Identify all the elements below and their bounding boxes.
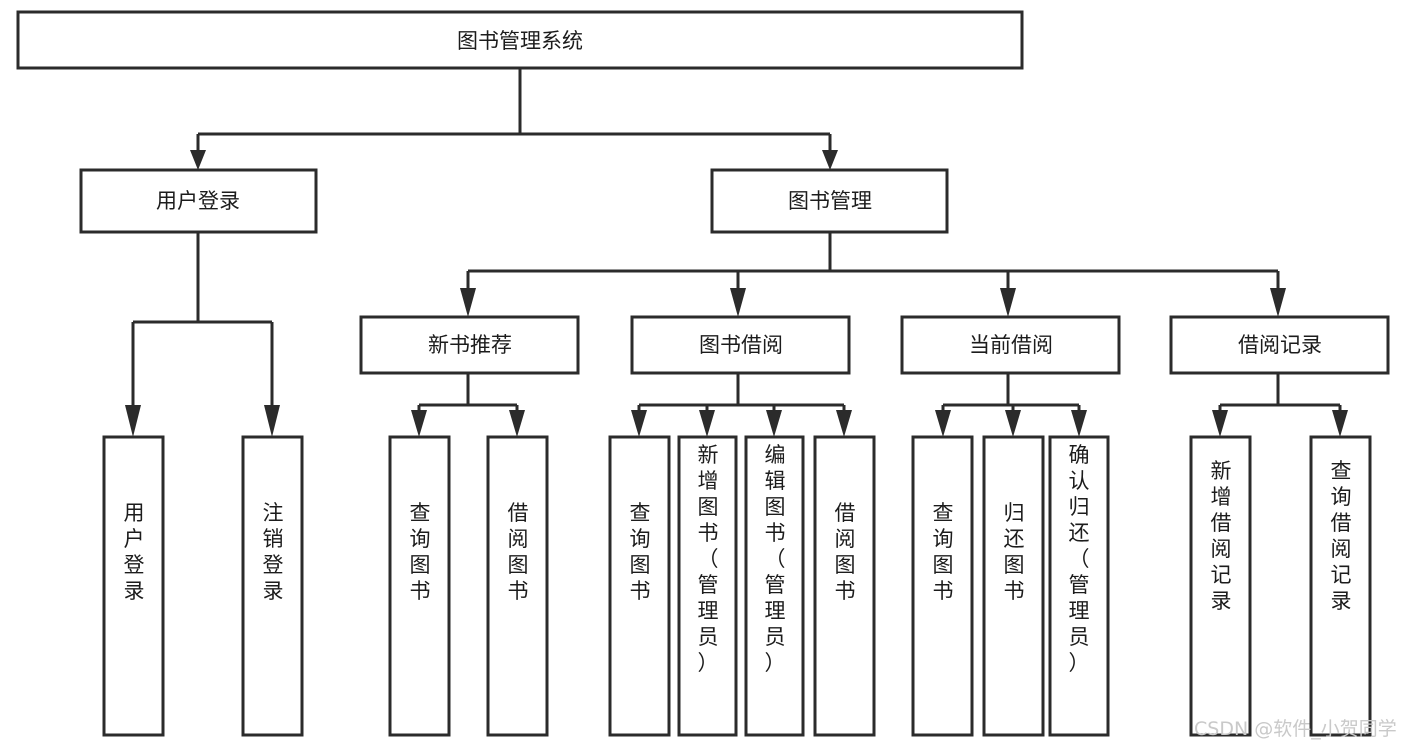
node-leaf-edit-book-label: 编辑图书（管理员） <box>765 443 786 675</box>
arrow-head-book-borrow <box>730 288 746 317</box>
node-leaf-user-login-box[interactable] <box>102 435 165 737</box>
node-book-borrow-box[interactable] <box>630 315 851 375</box>
node-leaf-borrow-book-2-label: 借阅图书 <box>835 501 856 603</box>
arrow-head-leaf-borrow-book-2 <box>836 410 852 437</box>
node-book-borrow-label: 图书借阅 <box>699 333 783 357</box>
node-leaf-add-record-label: 新增借阅记录 <box>1211 459 1232 613</box>
node-leaf-edit-book-box[interactable] <box>744 435 805 737</box>
node-book-management[interactable]: 图书管理 <box>710 168 949 234</box>
node-leaf-query-book-2-box[interactable] <box>608 435 671 737</box>
node-root[interactable]: 图书管理系统 <box>16 10 1024 70</box>
node-leaf-query-book-1-label: 查询图书 <box>410 501 431 603</box>
node-leaf-borrow-book-1[interactable]: 借阅图书 <box>486 435 549 737</box>
node-leaf-logout-login-label: 注销登录 <box>263 501 284 603</box>
node-leaf-borrow-book-1-label: 借阅图书 <box>508 501 529 603</box>
node-leaf-borrow-book-2[interactable]: 借阅图书 <box>813 435 876 737</box>
arrow-head-leaf-user-login <box>125 405 141 437</box>
node-leaf-return-book[interactable]: 归还图书 <box>982 435 1045 737</box>
node-user-login[interactable]: 用户登录 <box>79 168 318 234</box>
arrow-head-leaf-return-book <box>1005 410 1021 437</box>
arrow-head-book-management <box>822 150 838 170</box>
node-leaf-confirm-return[interactable]: 确认归还（管理员） <box>1048 435 1110 737</box>
node-leaf-query-book-1[interactable]: 查询图书 <box>388 435 451 737</box>
csdn-watermark: CSDN @软件_小贺同学 <box>1194 718 1397 740</box>
node-borrow-record-box[interactable] <box>1169 315 1390 375</box>
node-leaf-return-book-label: 归还图书 <box>1004 501 1025 603</box>
node-leaf-query-book-2[interactable]: 查询图书 <box>608 435 671 737</box>
node-leaf-edit-book[interactable]: 编辑图书（管理员） <box>744 435 805 737</box>
node-leaf-logout-login[interactable]: 注销登录 <box>241 435 304 737</box>
node-leaf-add-record-box[interactable] <box>1189 435 1252 737</box>
arrow-head-borrow-record <box>1270 288 1286 317</box>
node-leaf-query-book-1-box[interactable] <box>388 435 451 737</box>
node-leaf-add-book-box[interactable] <box>677 435 738 737</box>
node-leaf-logout-login-box[interactable] <box>241 435 304 737</box>
node-leaf-query-book-2-label: 查询图书 <box>630 501 651 603</box>
arrow-head-leaf-query-book-1 <box>411 410 427 437</box>
node-new-book-recommend-box[interactable] <box>359 315 580 375</box>
connector-layer <box>125 68 1348 437</box>
arrow-head-new-book-recommend <box>460 288 476 317</box>
arrow-head-current-borrow <box>1000 288 1016 317</box>
node-leaf-query-record-label: 查询借阅记录 <box>1331 459 1352 613</box>
arrow-head-leaf-query-book-2 <box>631 410 647 437</box>
node-book-management-label: 图书管理 <box>788 189 872 213</box>
node-current-borrow-label: 当前借阅 <box>969 333 1053 357</box>
node-book-management-box[interactable] <box>710 168 949 234</box>
node-leaf-user-login-label: 用户登录 <box>124 501 145 603</box>
arrow-head-user-login <box>190 150 206 170</box>
node-leaf-user-login[interactable]: 用户登录 <box>102 435 165 737</box>
node-root-box[interactable] <box>16 10 1024 70</box>
arrow-head-leaf-logout-login <box>264 405 280 437</box>
node-user-login-box[interactable] <box>79 168 318 234</box>
node-new-book-recommend-label: 新书推荐 <box>428 333 512 357</box>
node-current-borrow[interactable]: 当前借阅 <box>900 315 1121 375</box>
node-user-login-label: 用户登录 <box>156 189 240 213</box>
node-borrow-record[interactable]: 借阅记录 <box>1169 315 1390 375</box>
node-leaf-query-book-3-label: 查询图书 <box>933 501 954 603</box>
node-current-borrow-box[interactable] <box>900 315 1121 375</box>
arrow-head-leaf-add-book <box>699 410 715 437</box>
node-leaf-add-record[interactable]: 新增借阅记录 <box>1189 435 1252 737</box>
node-borrow-record-label: 借阅记录 <box>1238 333 1322 357</box>
node-leaf-query-book-3-box[interactable] <box>911 435 974 737</box>
node-book-borrow[interactable]: 图书借阅 <box>630 315 851 375</box>
node-leaf-borrow-book-2-box[interactable] <box>813 435 876 737</box>
node-leaf-return-book-box[interactable] <box>982 435 1045 737</box>
arrow-head-leaf-confirm-return <box>1071 410 1087 437</box>
arrow-head-leaf-edit-book <box>766 410 782 437</box>
node-leaf-query-book-3[interactable]: 查询图书 <box>911 435 974 737</box>
node-new-book-recommend[interactable]: 新书推荐 <box>359 315 580 375</box>
node-leaf-add-book[interactable]: 新增图书（管理员） <box>677 435 738 737</box>
node-leaf-query-record[interactable]: 查询借阅记录 <box>1309 435 1372 737</box>
node-leaf-confirm-return-label: 确认归还（管理员） <box>1069 443 1090 675</box>
node-leaf-query-record-box[interactable] <box>1309 435 1372 737</box>
arrow-head-leaf-query-record <box>1332 410 1348 437</box>
arrow-head-leaf-add-record <box>1212 410 1228 437</box>
arrow-head-leaf-borrow-book-1 <box>509 410 525 437</box>
node-root-label: 图书管理系统 <box>457 29 583 53</box>
node-leaf-add-book-label: 新增图书（管理员） <box>698 443 719 675</box>
leaf-nodes-layer: 用户登录 注销登录 查询图书 借阅图书 查询图书 新增图书（管理员） 编辑图书（… <box>102 435 1372 737</box>
node-leaf-confirm-return-box[interactable] <box>1048 435 1110 737</box>
arrow-head-leaf-query-book-3 <box>935 410 951 437</box>
node-leaf-borrow-book-1-box[interactable] <box>486 435 549 737</box>
